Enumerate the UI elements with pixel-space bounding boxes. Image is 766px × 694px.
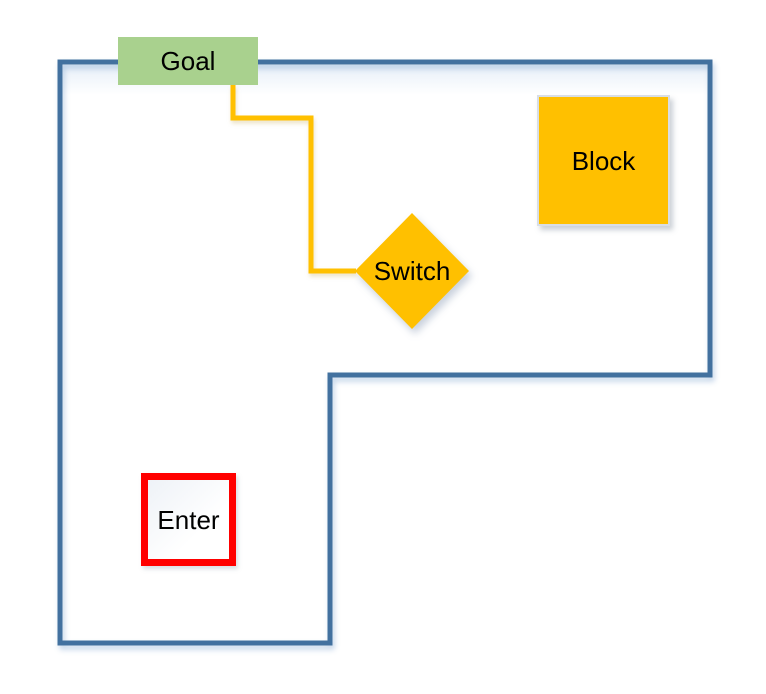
room-outline bbox=[57, 59, 713, 646]
enter-label: Enter bbox=[157, 504, 220, 535]
enter-shape: Enter bbox=[141, 473, 236, 566]
goal-shape: Goal bbox=[118, 37, 258, 85]
block-label: Block bbox=[571, 145, 636, 176]
block-shape: Block bbox=[537, 95, 670, 226]
goal-switch-connector bbox=[230, 85, 356, 274]
switch-label: Switch bbox=[373, 256, 451, 286]
switch-diamond bbox=[355, 213, 469, 329]
goal-label: Goal bbox=[160, 46, 216, 76]
switch-shape: Switch bbox=[355, 257, 469, 285]
